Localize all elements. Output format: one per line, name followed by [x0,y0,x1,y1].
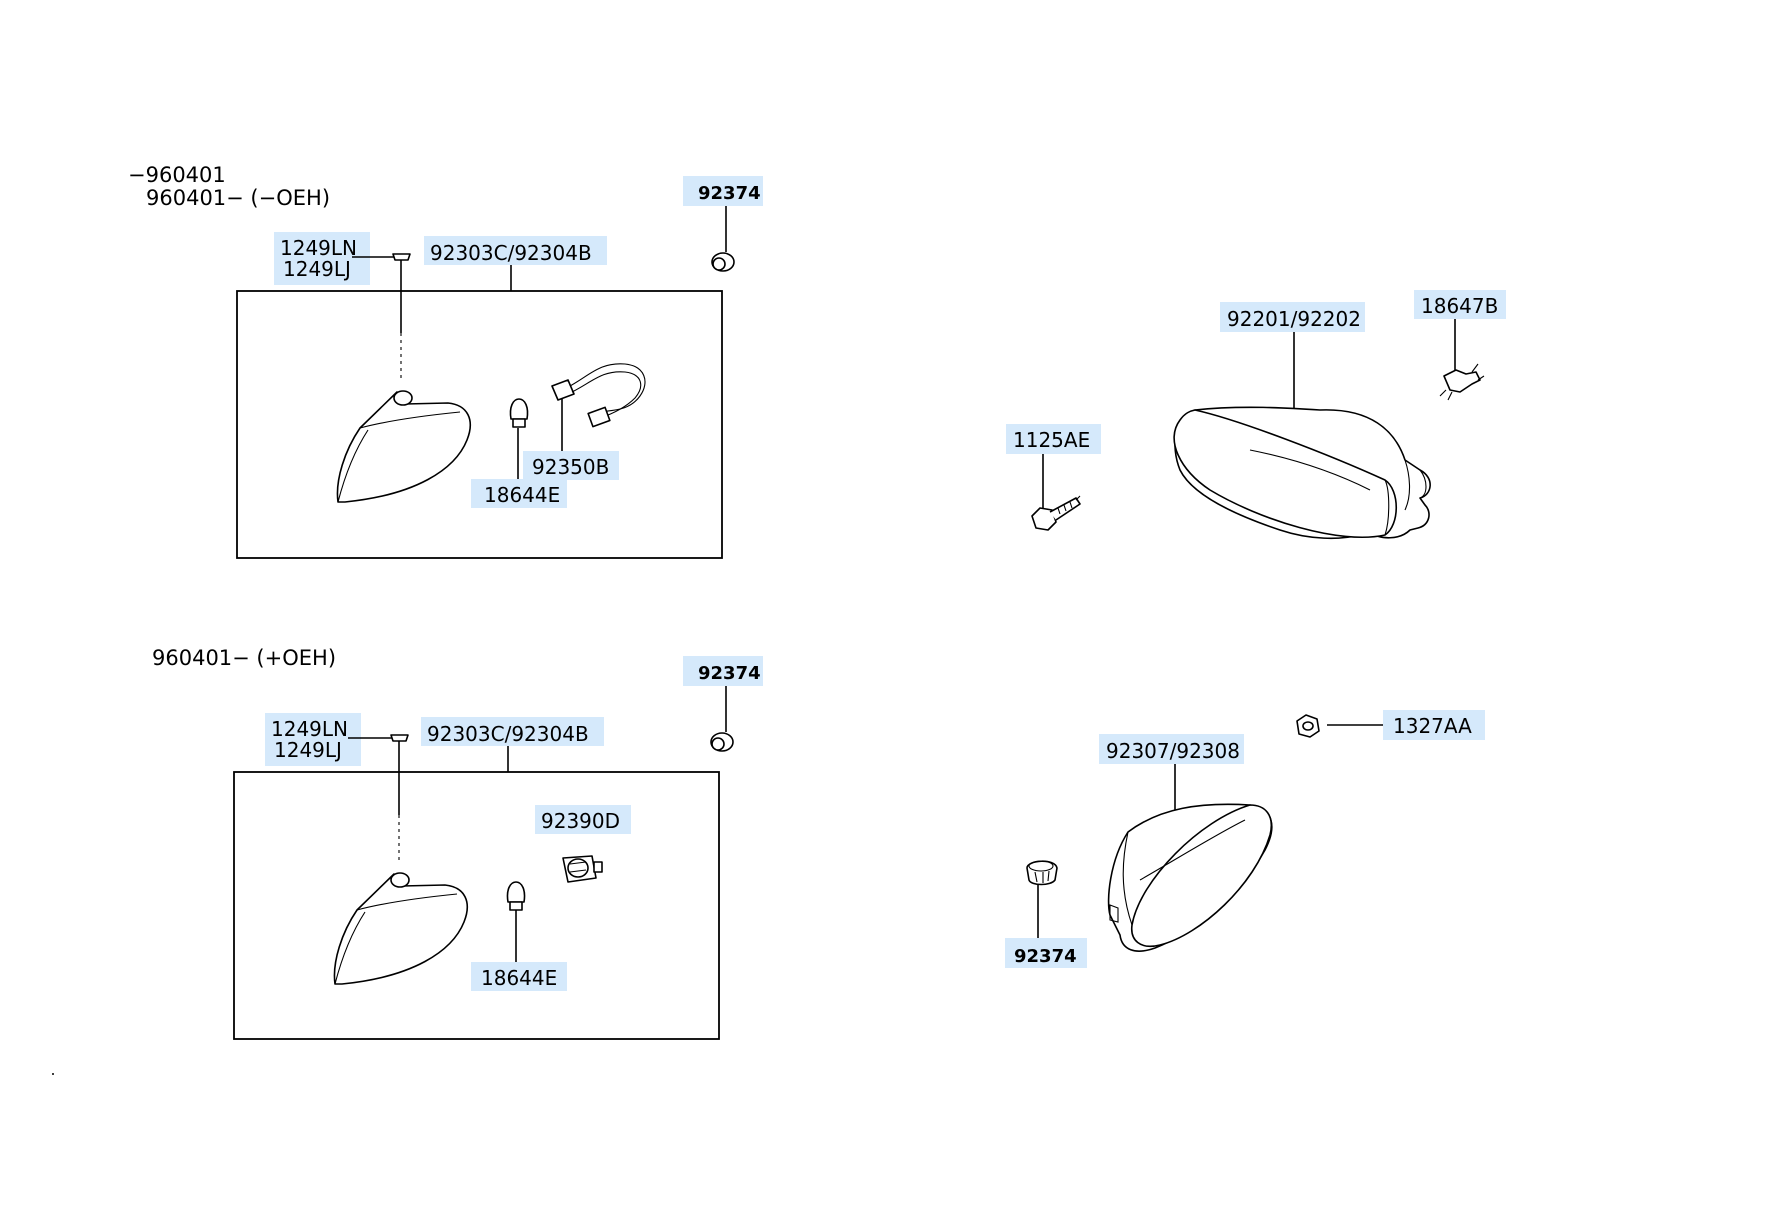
label-92390d-bottom[interactable]: 92390D [541,809,620,833]
label-1249lj-top[interactable]: 1249LJ [283,257,351,281]
label-box-assembly-top [424,236,607,265]
label-92374-top[interactable]: 92374 [698,183,761,204]
screw-icon [1031,495,1081,531]
label-box-nut-bottom-right [1383,710,1485,740]
assembly-frame-top [236,290,723,559]
nut-icon [1296,714,1320,738]
label-92307-92308[interactable]: 92307/92308 [1106,739,1240,763]
label-box-lamp-top-right [1220,302,1365,332]
side-marker-lamp-icon [336,390,472,503]
socket-harness-icon [551,363,646,428]
turn-signal-lamp-icon [1107,803,1273,952]
label-18644e-bottom[interactable]: 18644E [481,966,557,990]
bulb-icon [509,398,529,428]
label-box-socket-top [523,451,619,480]
label-box-grommet-top [683,176,763,206]
label-box-grommet-bottom [683,656,763,686]
label-box-bolt-top [274,232,370,285]
label-box-grommet-bottom-right [1005,938,1087,968]
label-1249ln-top[interactable]: 1249LN [280,236,357,260]
bulb-icon [506,881,526,911]
label-box-bulb-bottom [471,962,567,991]
header-bottom-left: 960401− (+OEH) [152,646,336,670]
header-top-left-line2: 960401− (−OEH) [146,186,330,210]
bolt-icon [390,734,409,860]
label-1249lj-bottom[interactable]: 1249LJ [274,738,342,762]
assembly-frame-bottom [233,771,720,1040]
socket-icon [562,855,603,883]
label-92374-bottom[interactable]: 92374 [698,663,761,684]
label-box-bolt-bottom [265,713,361,766]
label-1249ln-bottom[interactable]: 1249LN [271,717,348,741]
label-92201-92202[interactable]: 92201/92202 [1227,307,1361,331]
side-marker-lamp-icon [333,872,469,985]
header-top-left-line1: −960401 [128,163,226,187]
label-18647b[interactable]: 18647B [1421,294,1498,318]
section-top-left: −960401 960401− (−OEH) 1249LN 1249LJ 923… [128,163,763,559]
label-1327aa[interactable]: 1327AA [1393,714,1472,738]
label-92374-bottom-right[interactable]: 92374 [1014,946,1077,967]
label-box-lamp-bottom-right [1099,734,1244,764]
label-assembly-top[interactable]: 92303C/92304B [430,241,592,265]
section-bottom-right: 92307/92308 1327AA 92374 [1005,710,1485,968]
section-bottom-left: 960401− (+OEH) 1249LN 1249LJ 92303C/9230… [152,646,763,1040]
section-top-right: 92201/92202 18647B 1125AE [1006,290,1506,540]
label-1125ae[interactable]: 1125AE [1013,428,1090,452]
fog-lamp-icon [1173,406,1431,540]
stray-dot [52,1073,54,1075]
label-18644e-top[interactable]: 18644E [484,483,560,507]
grommet-icon [710,732,734,752]
halogen-bulb-icon [1439,363,1485,401]
grommet-icon [711,252,735,272]
label-box-bulb-top-right [1414,290,1506,319]
label-box-assembly-bottom [421,717,604,746]
grommet-icon [1026,860,1058,886]
bolt-icon [392,253,411,380]
label-box-socket-bottom [535,805,631,834]
label-box-screw-top-right [1006,424,1101,454]
label-92350b-top[interactable]: 92350B [532,455,609,479]
label-assembly-bottom[interactable]: 92303C/92304B [427,722,589,746]
label-box-bulb-top [471,479,567,508]
